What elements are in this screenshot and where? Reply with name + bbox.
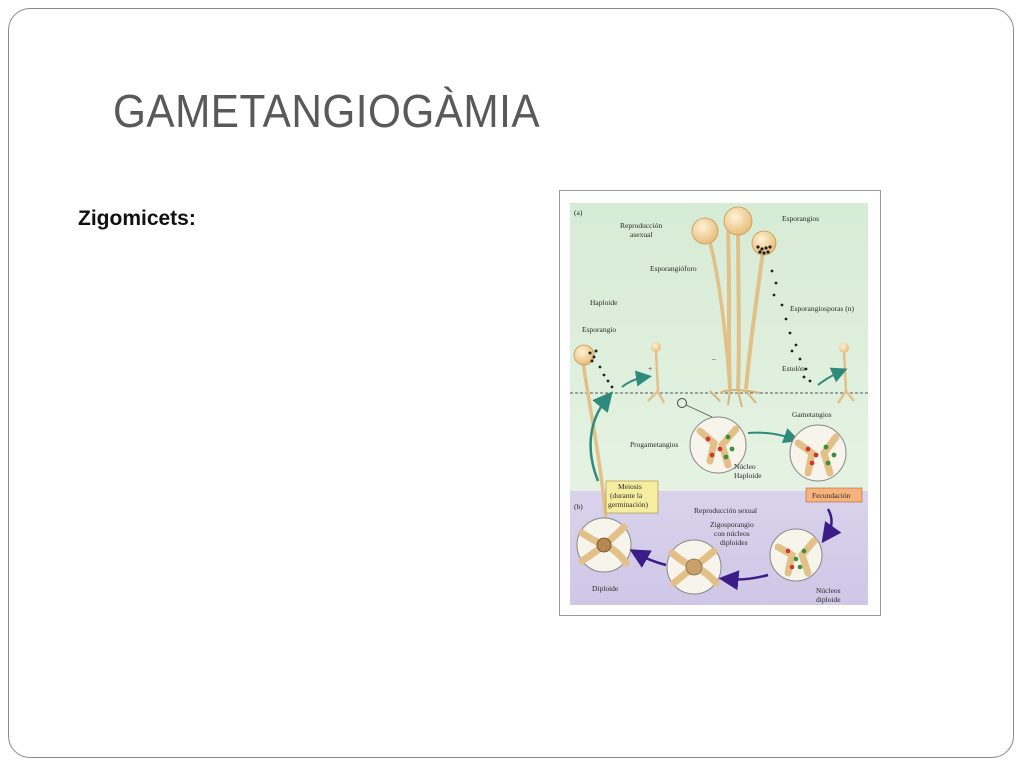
gametangia-circle xyxy=(789,424,847,482)
label-meiosis-2: (durante la xyxy=(610,491,643,500)
young-mycelium-left xyxy=(647,350,666,404)
label-esporangioforo: Esporangióforo xyxy=(650,264,697,273)
label-asexual-1: Reproducción xyxy=(620,221,662,230)
fertilization-nuclei xyxy=(785,548,807,570)
label-meiosis-1: Meiosis xyxy=(618,482,642,491)
label-zigo-1: Zigosporangio xyxy=(710,520,754,529)
label-estolon: Estolón xyxy=(782,364,805,373)
zoom-marker xyxy=(677,398,687,408)
label-nucleos-1: Núcleos xyxy=(816,586,841,595)
sporangium-germinating xyxy=(573,344,595,366)
young-sporangium-left xyxy=(651,342,661,352)
sporangiophore-middle xyxy=(736,220,741,390)
arrow-to-mycelium xyxy=(621,370,652,388)
label-fecundacion: Fecundación xyxy=(812,491,851,500)
label-esporangios: Esporangios xyxy=(782,214,819,223)
label-panel-a: (a) xyxy=(574,208,583,217)
fecundacion-box xyxy=(805,487,863,503)
label-nucleos-2: diploide xyxy=(816,595,841,604)
label-sexual: Reproducción sexual xyxy=(694,506,757,515)
arrow-meiosis-up xyxy=(589,391,613,482)
label-diploide: Diploide xyxy=(592,584,619,593)
label-esporangiosporas: Esporangiosporas (n) xyxy=(790,304,854,313)
zygospore-germinating xyxy=(596,537,612,553)
young-sporangium-right xyxy=(839,343,849,353)
label-gametangios: Gametangios xyxy=(792,410,832,419)
progametangia-nuclei xyxy=(705,434,735,460)
meiosis-box xyxy=(605,480,659,514)
left-spore-dots xyxy=(588,349,614,389)
sporangiophore-right xyxy=(744,242,766,390)
label-progametangios: Progametangios xyxy=(630,440,678,449)
fertilization-hyphae xyxy=(774,537,818,577)
sporangium-top xyxy=(723,206,753,236)
arrow-to-zygosporangium xyxy=(718,570,769,591)
slide-title: GAMETANGIOGÀMIA xyxy=(113,85,541,137)
arrow-fecundacion xyxy=(821,508,842,544)
label-asexual-2: asexual xyxy=(630,230,653,239)
life-cycle-diagram: (a) Reproducción asexual Esporangios Esp… xyxy=(570,203,868,605)
gametangia-nuclei xyxy=(805,444,837,466)
slide-subtitle: Zigomicets: xyxy=(78,207,196,230)
label-meiosis-3: germinación) xyxy=(608,500,648,509)
arrow-to-germination xyxy=(629,549,667,568)
gametangia-hyphae xyxy=(794,433,840,477)
life-cycle-figure: (a) Reproducción asexual Esporangios Esp… xyxy=(559,190,881,616)
zygosporangium-body xyxy=(685,558,703,576)
arrow-spores-to-mycelium xyxy=(817,367,848,386)
zoom-line xyxy=(685,404,713,418)
arrow-to-gametangia xyxy=(747,428,800,444)
rhizoids-center xyxy=(709,389,761,408)
sporangium-left xyxy=(691,217,719,245)
fertilization-circle xyxy=(769,528,823,582)
label-minus: – xyxy=(711,354,716,363)
label-nucleo-1: Núcleo xyxy=(734,462,756,471)
label-haploide: Haploide xyxy=(590,298,618,307)
spore-dots xyxy=(756,245,812,383)
sporangiophore-stalk xyxy=(708,242,732,390)
label-plus: + xyxy=(648,364,652,373)
sporangium-open xyxy=(751,230,777,256)
label-esporangio: Esporangio xyxy=(582,325,616,334)
label-zigo-2: con núcleos xyxy=(714,529,750,538)
label-nucleo-2: Haploide xyxy=(734,471,762,480)
label-panel-b: (b) xyxy=(574,502,583,511)
label-zigo-3: diploides xyxy=(720,538,748,547)
